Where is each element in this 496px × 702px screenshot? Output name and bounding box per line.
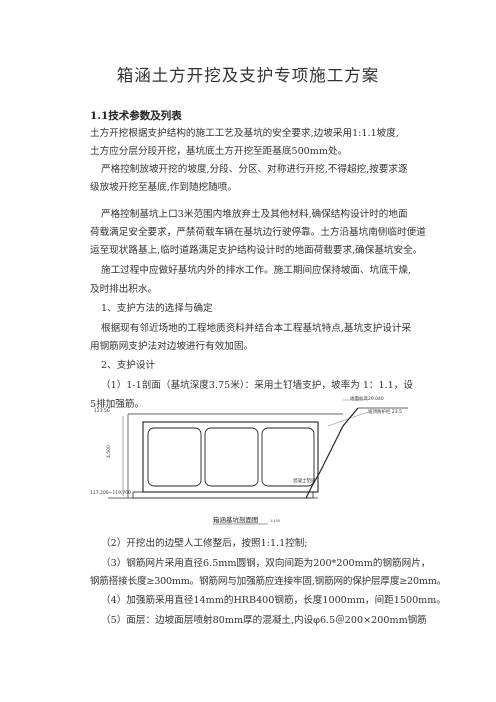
base-pad: [132, 491, 314, 499]
paragraph-line: （1）1-1剖面（基坑深度3.75米）：采用土钉墙支护，坡率为 1：1.1，设: [101, 380, 413, 391]
paragraph-line: 级放坡开挖至基底,作到随挖随喷。: [90, 182, 237, 193]
left-top-label: 123.56: [94, 408, 110, 414]
top-elev-label: 地面标高29.040: [350, 395, 384, 402]
left-bottom-label: 117.200~119.700: [90, 490, 131, 496]
paragraph-line: 土方应分层分段开挖，基坑底土方开挖至距基底500mm处。: [90, 146, 348, 157]
figure-scale: 1:100: [270, 519, 280, 523]
section-heading: 1.1技术参数及列表: [90, 110, 182, 122]
document-title: 箱涵土方开挖及支护专项施工方案: [116, 66, 380, 85]
culvert-cell: [204, 427, 259, 487]
paragraph-line: 运至现状路基上,临时道路满足支护结构设计时的地面荷载要求,确保基坑安全。: [90, 245, 423, 256]
paragraph-line: 施工过程中应做好基坑内外的排水工作。施工期间应保持坡面、坑底干燥,: [101, 265, 412, 276]
paragraph-line: 及时排出积水。: [90, 284, 158, 295]
paragraph-line: （2）开挖出的边壁人工修整后，按照1:1.1控制;: [101, 538, 308, 549]
paragraph-line: 1、支护方法的选择与确定: [101, 303, 213, 314]
culvert-cell: [261, 427, 315, 487]
figure-caption: 箱涵基坑剖面图: [213, 515, 259, 524]
paragraph-line: 2、支护设计: [101, 360, 156, 371]
right-note-label: 坡顶防护栏 23.5: [368, 408, 402, 415]
paragraph-line: （4）加强筋采用直径14mm的HRB400钢筋，长度1000mm，间距1500m…: [101, 595, 446, 606]
paragraph-line: 土方开挖根据支护结构的施工工艺及基坑的安全要求,边坡采用1:1.1坡度,: [90, 128, 399, 139]
paragraph-line: 严格控制放坡开挖的坡度,分段、分区、对称进行开挖,不得超挖,按要求逐: [101, 164, 408, 175]
paragraph-line: 5排加强筋。: [90, 399, 145, 410]
paragraph-line: 用钢筋网支护法对边坡进行有效加固。: [90, 341, 254, 352]
culvert-box: [142, 421, 319, 493]
depth-label: 4,500: [106, 445, 112, 458]
paragraph-line: （3）钢筋网片采用直径6.5mm圆钢，双向间距为200*200mm的钢筋网片，: [101, 558, 431, 569]
paragraph-line: 钢筋搭接长度≥300mm。钢筋网与加强筋应连接牢固,钢筋网的保护层厚度≥20mm…: [90, 576, 447, 587]
paragraph-line: 根据现有邻近场地的工程地质资料并结合本工程基坑特点,基坑支护设计采: [101, 323, 412, 334]
paragraph-line: 严格控制基坑上口3米范围内堆放弃土及其他材料,确保结构设计时的地面: [101, 209, 408, 220]
paragraph-line: 荷载满足安全要求，严禁荷载车辆在基坑边行驶停靠。土方沿基坑南侧临时便道: [90, 227, 426, 238]
slope-line: [305, 407, 359, 499]
cross-section-figure: 4,500 123.56 117.200~119.700 地面标高29.040 …: [90, 395, 408, 525]
bottom-note-label: 混凝土垫层: [293, 477, 316, 484]
culvert-cell: [147, 427, 202, 487]
paragraph-line: （5）面层：边坡面层喷射80mm厚的混凝土,内设φ6.5＠200×200mm钢筋: [101, 615, 427, 626]
